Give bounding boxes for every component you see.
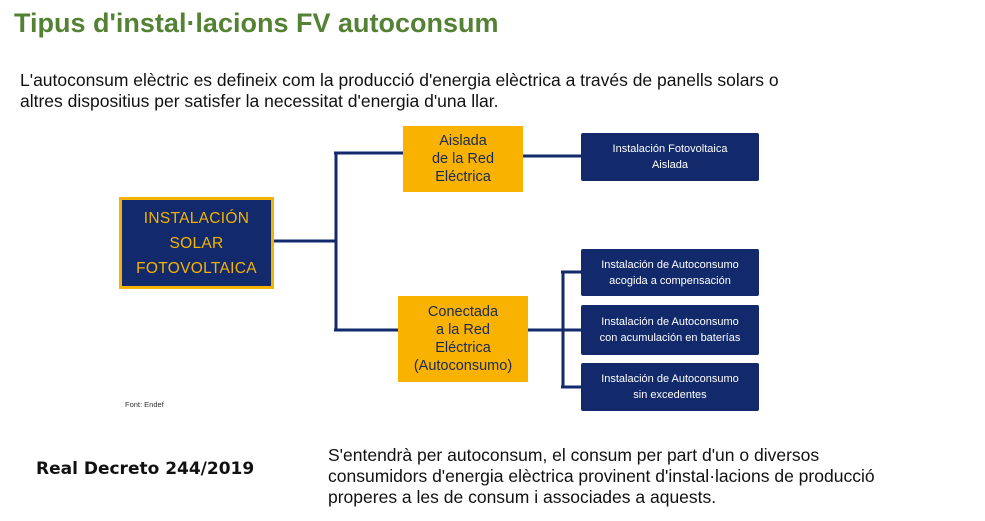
leaf-compensation-line-1: Instalación de Autoconsumo xyxy=(601,258,739,271)
isolated-installation-leaf: Instalación Fotovoltaica Aislada xyxy=(581,133,759,181)
leaf-compensation-line-2: acogida a compensación xyxy=(609,274,731,287)
definition-line-2: consumidors d'energia elèctrica provinen… xyxy=(328,466,875,486)
leaf-no-surplus-line-1: Instalación de Autoconsumo xyxy=(601,373,739,385)
leaf-batteries-line-2: con acumulación en baterías xyxy=(599,332,741,344)
solar-installation-root-box: INSTALACIÓN SOLAR FOTOVOLTAICA xyxy=(119,197,274,289)
isolated-line-3: Eléctrica xyxy=(435,169,491,185)
grid-connected-box: Conectada a la Red Eléctrica (Autoconsum… xyxy=(398,296,528,382)
page-title: Tipus d'instal·lacions FV autoconsum xyxy=(14,8,499,38)
self-consumption-batteries-leaf: Instalación de Autoconsumo con acumulaci… xyxy=(581,305,759,355)
definition-line-1: S'entendrà per autoconsum, el consum per… xyxy=(328,445,820,465)
connected-line-3: Eléctrica xyxy=(435,340,491,356)
diagram-connectors xyxy=(274,151,581,389)
self-consumption-compensation-leaf: Instalación de Autoconsumo acogida a com… xyxy=(581,249,759,296)
definition-line-3: properes a les de consum i associades a … xyxy=(328,487,717,507)
isolated-grid-box: Aislada de la Red Eléctrica xyxy=(403,126,523,192)
connected-line-4: (Autoconsumo) xyxy=(413,358,513,374)
installation-types-diagram: INSTALACIÓN SOLAR FOTOVOLTAICA Aislada d… xyxy=(100,115,785,435)
diagram-source-caption: Font: Endef xyxy=(125,400,164,409)
intro-line-1: L'autoconsum elèctric es defineix com la… xyxy=(20,70,779,90)
decree-reference: Real Decreto 244/2019 xyxy=(36,459,255,479)
root-line-1: INSTALACIÓN xyxy=(143,209,250,227)
intro-paragraph: L'autoconsum elèctric es defineix com la… xyxy=(20,70,920,112)
connected-line-1: Conectada xyxy=(427,304,499,320)
leaf-isolated-line-2: Aislada xyxy=(651,159,689,171)
root-line-2: SOLAR xyxy=(169,234,224,252)
connected-line-2: a la Red xyxy=(435,322,490,338)
definition-paragraph: S'entendrà per autoconsum, el consum per… xyxy=(328,445,968,508)
isolated-line-2: de la Red xyxy=(431,151,495,167)
isolated-line-1: Aislada xyxy=(439,133,487,149)
leaf-no-surplus-line-2: sin excedentes xyxy=(633,389,707,401)
leaf-isolated-line-1: Instalación Fotovoltaica xyxy=(612,143,728,155)
leaf-batteries-line-1: Instalación de Autoconsumo xyxy=(601,316,739,328)
root-line-3: FOTOVOLTAICA xyxy=(136,259,257,277)
intro-line-2: altres dispositius per satisfer la neces… xyxy=(20,91,499,111)
self-consumption-no-surplus-leaf: Instalación de Autoconsumo sin excedente… xyxy=(581,363,759,411)
